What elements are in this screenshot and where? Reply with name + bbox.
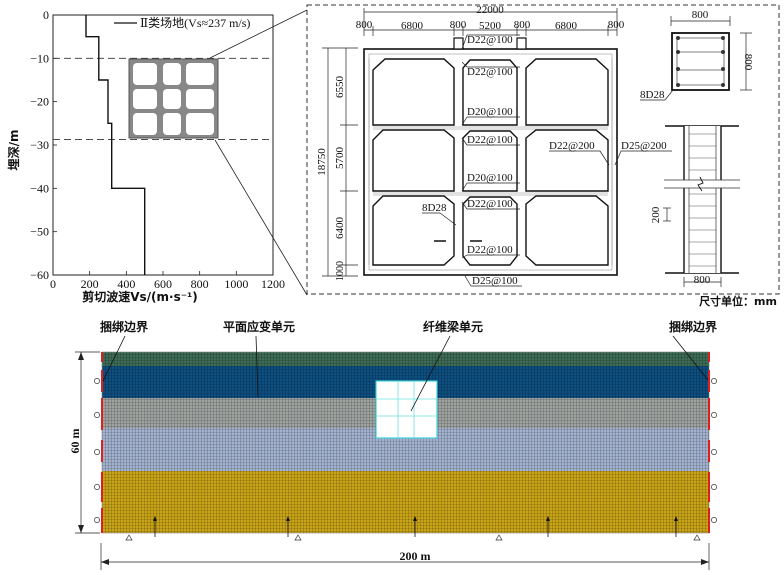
x-tick-label: 200 — [81, 277, 99, 291]
x-tick-label: 400 — [117, 277, 135, 291]
rebar-upper-mid: D22@100 — [467, 66, 513, 78]
dim-span-6: 800 — [608, 19, 625, 31]
x-ticks: 0 200 400 600 800 1000 1200 — [50, 271, 285, 291]
fiber-beam-region — [375, 380, 438, 439]
rebar-mid3: D20@100 — [467, 172, 513, 184]
dim-height-1: 5700 — [334, 147, 346, 170]
input-motion-arrowhead-icon — [413, 516, 417, 521]
detail-panel-frame — [306, 4, 780, 295]
dim-height-2: 6400 — [334, 217, 346, 240]
y-tick-label: −60 — [30, 268, 49, 282]
column-width-dim: 800 — [692, 9, 709, 21]
boundary-node-icon — [711, 484, 717, 490]
dim-span-5: 6800 — [555, 20, 578, 32]
dim-total-width: 22000 — [476, 4, 504, 16]
x-tick-label: 600 — [154, 277, 172, 291]
pin-support-icon — [125, 534, 133, 541]
pin-support-icon — [693, 534, 701, 541]
boundary-node-icon — [94, 412, 100, 418]
rebar-mid1: D20@100 — [467, 106, 513, 118]
plane-strain-mesh — [101, 351, 710, 534]
dim-span-3: 5200 — [479, 20, 502, 32]
rebar-column: 8D28 — [422, 202, 447, 214]
dim-span-1: 6800 — [401, 20, 424, 32]
x-tick-label: 1200 — [261, 277, 285, 291]
boundary-node-icon — [94, 517, 100, 523]
input-motion-arrowhead-icon — [674, 516, 678, 521]
y-axis-label: 埋深/m — [6, 130, 21, 171]
rebar-outer-wall: D25@200 — [621, 140, 667, 152]
tied-boundary-right — [708, 352, 717, 533]
zoom-leader-bottom — [214, 139, 308, 296]
boundary-node-icon — [711, 412, 717, 418]
y-tick-label: −20 — [30, 95, 49, 109]
dim-span-2: 800 — [450, 19, 467, 31]
input-motion-arrowhead-icon — [286, 516, 290, 521]
base-supports — [125, 516, 701, 541]
dim-total-height: 18750 — [316, 148, 328, 176]
rebar-mid2: D22@100 — [467, 134, 513, 146]
dim-span-0: 800 — [356, 19, 373, 31]
chart-frame — [52, 14, 274, 276]
tied-boundary-left — [94, 352, 103, 533]
x-axis-label: 剪切波速Vs/(m·s⁻¹) — [82, 289, 198, 304]
width-dim-label: 200 m — [400, 549, 431, 563]
legend-label: Ⅱ类场地(Vs≈237 m/s) — [140, 16, 250, 30]
boundary-node-icon — [94, 449, 100, 455]
fem-model: 捆绑边界 平面应变单元 纤维梁单元 捆绑边界 60 m 200 m — [68, 319, 717, 570]
input-motion-arrowhead-icon — [546, 516, 550, 521]
column-elevation-detail: 200 800 — [650, 125, 740, 287]
x-tick-label: 800 — [191, 277, 209, 291]
pin-support-icon — [495, 534, 503, 541]
boundary-node-icon — [711, 517, 717, 523]
label-tied-left: 捆绑边界 — [100, 319, 148, 334]
y-ticks: 0 −10 −20 −30 −40 −50 −60 — [30, 8, 57, 282]
dim-height-3: 1000 — [335, 261, 346, 281]
boundary-node-icon — [94, 484, 100, 490]
boundary-node-icon — [94, 378, 100, 384]
rebar-bottom-slab: D25@100 — [472, 275, 518, 287]
box-culvert-thumbnail — [128, 58, 219, 139]
break-line-icon — [697, 176, 704, 192]
y-tick-label: −30 — [30, 138, 49, 152]
rebar-top-slab: D22@100 — [467, 34, 513, 46]
boundary-node-icon — [711, 449, 717, 455]
dim-height-0: 6550 — [334, 76, 346, 99]
height-dim-label: 60 m — [68, 429, 82, 454]
elevation-width-dim: 800 — [694, 274, 711, 286]
boundary-node-icon — [711, 378, 717, 384]
shear-wave-velocity-chart: 0 200 400 600 800 1000 1200 0 −10 −20 −30 −40 −50 −6… — [6, 8, 308, 304]
y-tick-label: 0 — [43, 8, 49, 22]
y-tick-label: −10 — [30, 51, 49, 65]
column-rebar-label: 8D28 — [640, 89, 665, 101]
input-motion-arrowhead-icon — [153, 516, 157, 521]
box-culvert-section: 22000 800 6800 800 5200 800 6800 800 187… — [316, 4, 672, 287]
label-fiber-beam: 纤维梁单元 — [423, 319, 483, 334]
velocity-profile-line — [85, 15, 146, 275]
rebar-bottom-inner: D22@100 — [467, 244, 513, 256]
rebar-mid4: D22@100 — [467, 198, 513, 210]
x-tick-label: 1000 — [224, 277, 248, 291]
label-plane-strain: 平面应变单元 — [223, 319, 295, 334]
pin-support-icon — [294, 534, 302, 541]
column-section-detail: 800 800 8D28 — [640, 9, 754, 101]
y-tick-label: −50 — [30, 225, 49, 239]
label-tied-right: 捆绑边界 — [669, 319, 717, 334]
reference-lines — [53, 57, 273, 141]
stirrup-spacing-dim: 200 — [650, 206, 662, 223]
x-tick-label: 0 — [50, 277, 56, 291]
dim-span-4: 800 — [514, 19, 531, 31]
zoom-leader-top — [209, 9, 308, 59]
units-note: 尺寸单位：mm — [699, 294, 777, 308]
column-height-dim: 800 — [742, 54, 754, 71]
y-tick-label: −40 — [30, 181, 49, 195]
rebar-inner-wall: D22@200 — [549, 140, 595, 152]
